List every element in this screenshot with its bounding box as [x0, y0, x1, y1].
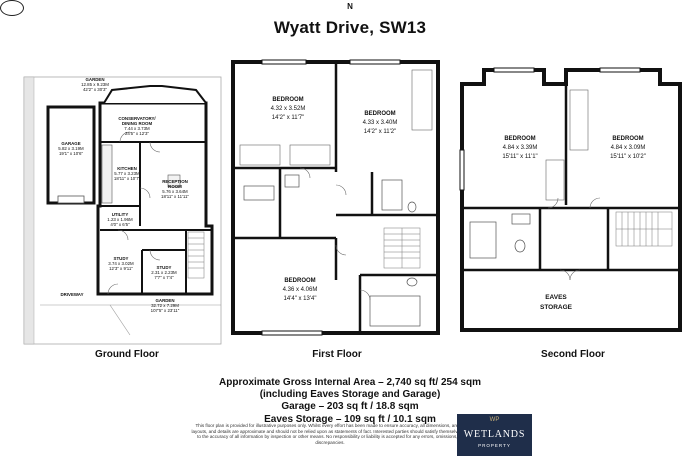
second-floor-outline — [460, 68, 682, 332]
ground-floor-plan — [23, 76, 222, 345]
wardrobes — [239, 69, 433, 166]
room-name: CONSERVATORY/ — [118, 116, 156, 121]
door-swings — [107, 131, 161, 295]
room-dims: 5.76 x 3.64M — [162, 189, 188, 194]
room-dims: 2.31 x 2.23M — [151, 270, 177, 275]
room-dims-imperial: 18'11" x 10'7" — [114, 176, 141, 181]
room-name: GARAGE — [61, 141, 80, 146]
conservatory-bay — [103, 85, 207, 104]
floor-label-ground: Ground Floor — [95, 349, 159, 360]
room-name: GARDEN — [155, 298, 174, 303]
room-dims-imperial: 14'2" x 11'7" — [272, 115, 304, 121]
room-dims: 4.33 x 3.40M — [363, 120, 398, 126]
wardrobes — [545, 89, 589, 201]
second-floor-plan — [459, 67, 682, 332]
room-name: STORAGE — [540, 304, 573, 311]
room-dims-imperial: 18'11" x 11'11" — [161, 194, 189, 199]
room-name: BEDROOM — [612, 136, 643, 142]
room-dims: 12.85 x 9.23M — [81, 82, 109, 87]
side-path — [23, 76, 35, 345]
first-room-labels: BEDROOM 4.32 x 3.52M 14'2" x 11'7" BEDRO… — [271, 97, 398, 302]
room-name: BEDROOM — [364, 111, 395, 117]
room-name: GARDEN — [85, 77, 104, 82]
door-swings — [299, 167, 371, 301]
logo-sub: PROPERTY — [478, 443, 511, 448]
area-line-eaves: Eaves Storage – 109 sq ft / 10.1 sqm — [264, 413, 436, 425]
area-line-total: Approximate Gross Internal Area – 2,740 … — [219, 377, 481, 388]
room-name: DINING ROOM — [122, 121, 153, 126]
room-dims-imperial: 14'2" x 11'2" — [364, 129, 396, 135]
stairs-first — [383, 227, 421, 269]
garage-walls — [46, 105, 96, 205]
area-summary: Approximate Gross Internal Area – 2,740 … — [170, 377, 530, 426]
area-line-note: (including Eaves Storage and Garage) — [259, 389, 441, 401]
room-name: BEDROOM — [272, 97, 303, 103]
ground-room-labels: GARDEN 12.85 x 9.23M 42'2" x 30'3" CONSE… — [58, 77, 189, 313]
bathroom-fittings — [243, 174, 421, 327]
logo-monogram: WP — [489, 417, 500, 423]
bathroom-fittings — [469, 213, 531, 259]
agency-logo: WP WETLANDS PROPERTY — [457, 414, 532, 456]
windows — [459, 67, 641, 191]
room-dims: 5.77 x 3.23M — [114, 171, 140, 176]
room-dims: 32.72 x 7.29M — [151, 303, 179, 308]
room-dims-imperial: 15'11" x 10'2" — [610, 154, 646, 160]
room-name: EAVES — [545, 294, 567, 301]
room-dims: 3.74 x 3.02M — [108, 261, 134, 266]
garage-door — [57, 195, 85, 204]
room-dims-imperial: 42'2" x 30'3" — [83, 87, 108, 92]
room-name: RECEPTION — [162, 179, 188, 184]
room-dims-imperial: 19'1" x 10'6" — [59, 151, 84, 156]
room-name: BEDROOM — [284, 278, 315, 284]
fireplace — [167, 174, 181, 188]
room-dims: 4.84 x 3.09M — [611, 145, 646, 151]
room-dims-imperial: 14'4" x 13'4" — [284, 296, 317, 302]
room-dims: 5.82 x 3.19M — [58, 146, 84, 151]
stairs-ground — [187, 231, 205, 279]
room-name: KITCHEN — [117, 166, 137, 171]
kitchen-worktop — [101, 144, 113, 204]
room-name: DRIVEWAY — [60, 292, 83, 297]
room-dims: 4.36 x 4.06M — [283, 287, 318, 293]
floor-label-second: Second Floor — [541, 349, 605, 360]
floor-label-first: First Floor — [312, 349, 362, 360]
room-dims-imperial: 24'5" x 12'3" — [125, 131, 150, 136]
disclaimer-text: This floor plan is provided for illustra… — [191, 423, 469, 445]
first-floor-plan — [231, 59, 440, 336]
room-dims: 7.44 x 3.73M — [124, 126, 150, 131]
room-dims-imperial: 12'3" x 9'11" — [109, 266, 133, 271]
house-outline — [96, 101, 214, 296]
compass-icon: N — [0, 0, 353, 16]
room-dims: 4.84 x 3.39M — [503, 145, 538, 151]
gate — [109, 304, 131, 336]
room-name: STUDY — [114, 256, 129, 261]
room-name: STUDY — [157, 265, 172, 270]
stairs-second — [615, 211, 673, 247]
second-room-labels: BEDROOM 4.84 x 3.39M 15'11" x 11'1" BEDR… — [502, 136, 646, 311]
page-title: Wyatt Drive, SW13 — [273, 18, 427, 37]
compass-letter: N — [347, 2, 353, 11]
room-name: BEDROOM — [504, 136, 535, 142]
logo-name: WETLANDS — [463, 429, 526, 440]
room-dims: 4.32 x 3.52M — [271, 106, 306, 112]
room-name: UTILITY — [112, 212, 129, 217]
room-dims-imperial: 15'11" x 11'1" — [502, 154, 537, 160]
windows — [261, 59, 401, 336]
area-line-garage: Garage – 203 sq ft / 18.8 sqm — [281, 401, 419, 413]
door-swings — [547, 197, 601, 281]
room-dims-imperial: 7'7" x 7'4" — [154, 275, 174, 280]
room-dims-imperial: 107'5" x 23'11" — [151, 308, 180, 313]
second-walls — [462, 84, 680, 272]
room-dims: 1.23 x 1.96M — [107, 217, 133, 222]
room-dims-imperial: 4'0" x 6'5" — [110, 222, 130, 227]
room-name: ROOM — [168, 184, 182, 189]
